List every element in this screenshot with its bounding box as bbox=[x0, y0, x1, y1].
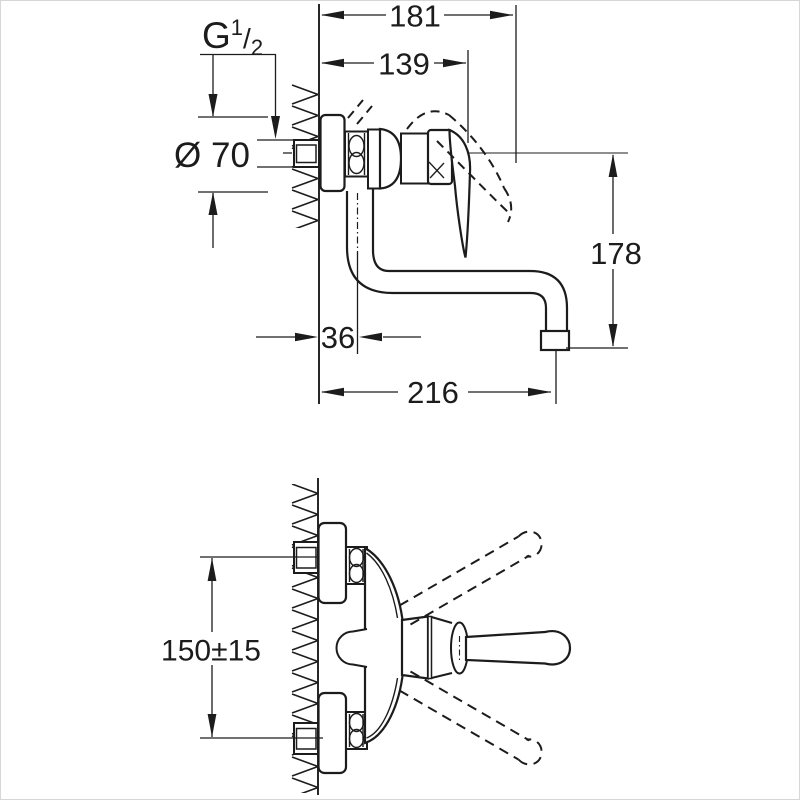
lever-dashed-stroke bbox=[347, 99, 364, 119]
arrowhead-down bbox=[208, 94, 218, 117]
label-mask bbox=[154, 632, 268, 665]
label-mask bbox=[386, 1, 444, 29]
arrowhead-left bbox=[321, 58, 344, 68]
arrowhead-right bbox=[443, 58, 466, 68]
dimension-178: 178 bbox=[566, 154, 646, 349]
union-nut-bottom bbox=[345, 711, 368, 750]
dimension-label-150: 150±15 bbox=[161, 635, 261, 668]
arrowhead-right bbox=[295, 332, 318, 342]
spout-outlet-nozzle bbox=[539, 329, 571, 352]
cross-line bbox=[429, 162, 445, 179]
dimension-label-36: 36 bbox=[321, 320, 355, 355]
arrowhead-left bbox=[359, 332, 382, 342]
arrowhead-right bbox=[528, 387, 551, 397]
dimension-diameter-70: Ø 70 bbox=[174, 54, 294, 248]
lever-dashed-edge bbox=[436, 140, 511, 215]
cartridge-plan bbox=[400, 615, 469, 680]
spout-boss bbox=[335, 628, 368, 668]
union-nut bbox=[344, 130, 369, 178]
body-housing bbox=[367, 128, 381, 190]
supply-fitting-bottom-inner bbox=[295, 727, 317, 750]
supply-fitting-inner bbox=[295, 144, 317, 164]
arrowhead-left bbox=[321, 387, 344, 397]
dimension-label-178: 178 bbox=[590, 236, 642, 271]
dimension-label-139: 139 bbox=[378, 47, 430, 82]
arrowhead-left bbox=[321, 10, 344, 20]
dimension-181: 181 bbox=[321, 0, 517, 163]
label-mask bbox=[398, 376, 468, 408]
faucet-body-plan bbox=[363, 546, 405, 745]
arrowhead-up bbox=[208, 192, 218, 215]
pivot-cross-mark bbox=[428, 161, 445, 179]
thread-prefix: G bbox=[202, 15, 231, 56]
thread-label-g12: G1/2 bbox=[200, 15, 280, 139]
arrowhead-down bbox=[207, 714, 217, 737]
wall-side bbox=[291, 4, 320, 404]
dimension-150: 150±15 bbox=[154, 556, 323, 739]
supply-fitting-top-inner bbox=[295, 546, 317, 569]
lever-handle bbox=[448, 128, 472, 258]
cross-line bbox=[428, 161, 445, 179]
spout-outer-edge bbox=[345, 191, 548, 331]
lever-dashed-stroke bbox=[356, 105, 373, 125]
lever-dashed-edge bbox=[398, 535, 520, 607]
cartridge-ring bbox=[427, 615, 433, 680]
arrowhead-up bbox=[608, 154, 618, 177]
arrowhead-up bbox=[207, 558, 217, 581]
thread-denominator: 2 bbox=[251, 35, 263, 60]
lever-dashed-arc bbox=[406, 110, 450, 130]
dimension-label-181: 181 bbox=[389, 0, 441, 34]
plan-view: 150±15 bbox=[154, 478, 572, 795]
lever-swing-dashed-plan bbox=[398, 530, 543, 766]
dimension-36: 36 bbox=[256, 252, 421, 355]
label-mask bbox=[322, 323, 355, 351]
lever-dashed-edge bbox=[409, 670, 531, 742]
union-nut-top bbox=[345, 546, 368, 585]
label-mask bbox=[586, 234, 646, 269]
faucet-plan bbox=[293, 521, 572, 775]
wall-flange-bottom bbox=[317, 691, 348, 775]
body-neck bbox=[400, 132, 429, 185]
faucet-side bbox=[293, 113, 571, 352]
dimension-label-216: 216 bbox=[407, 375, 459, 410]
body-shading-bottom bbox=[366, 677, 399, 739]
wall-flange bbox=[319, 113, 346, 193]
lever-handle-plan bbox=[464, 630, 572, 666]
dimension-139: 139 bbox=[321, 47, 469, 143]
body-shading-top bbox=[366, 552, 399, 619]
cartridge-base bbox=[400, 615, 430, 680]
lever-swing-dashed-side bbox=[347, 99, 513, 223]
lever-dashed-edge bbox=[448, 114, 505, 189]
dimension-216: 216 bbox=[321, 350, 557, 410]
thread-label-text: G1/2 bbox=[202, 15, 263, 60]
lever-dashed-tip bbox=[503, 187, 513, 223]
lever-dashed-edge bbox=[409, 554, 531, 626]
lever-dashed-cap bbox=[517, 530, 543, 558]
cone-edge-bottom bbox=[431, 672, 453, 679]
dimension-label-diameter: Ø 70 bbox=[174, 136, 250, 175]
thread-slash: / bbox=[243, 23, 251, 54]
wall-flange-top bbox=[317, 521, 348, 605]
spout bbox=[345, 189, 571, 352]
thread-numerator: 1 bbox=[231, 15, 243, 40]
spout-inner-edge bbox=[371, 189, 569, 331]
cartridge-dome bbox=[378, 127, 403, 190]
lever-dashed-edge bbox=[398, 689, 520, 761]
cone-edge-top bbox=[431, 616, 453, 624]
arrowhead-right bbox=[490, 10, 513, 20]
label-mask bbox=[374, 49, 434, 77]
side-view: 181 139 G1/2 Ø 70 bbox=[174, 0, 646, 410]
arrowhead-down bbox=[271, 116, 280, 139]
arrowhead-down bbox=[608, 324, 618, 347]
lever-dashed-cap bbox=[517, 738, 543, 766]
